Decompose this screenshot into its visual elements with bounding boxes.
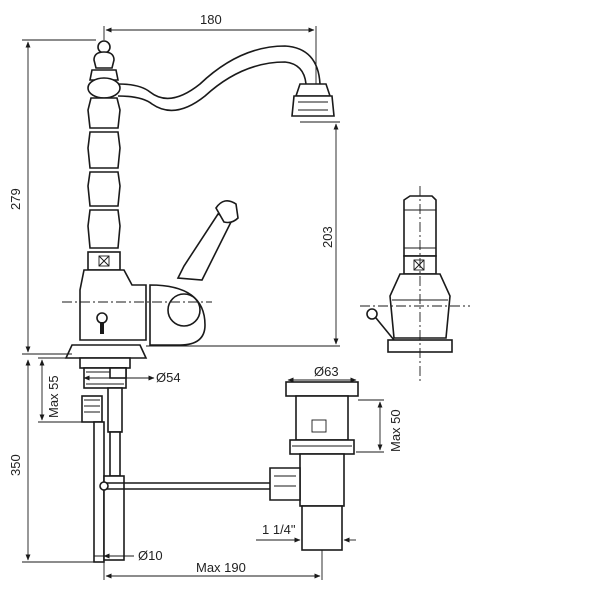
dim-top-width: 180	[200, 12, 222, 27]
dim-lower-height: 350	[8, 454, 23, 476]
under-counter-fittings	[79, 357, 270, 563]
dim-spout-height: 203	[320, 226, 335, 248]
dim-dia-10: Ø10	[138, 548, 163, 563]
dim-max-50: Max 50	[388, 409, 403, 452]
dim-dia-54: Ø54	[156, 370, 181, 385]
dim-thread: 1 1/4"	[262, 522, 296, 537]
faucet-side-view	[360, 186, 470, 384]
dim-total-height: 279	[8, 188, 23, 210]
dim-max-55: Max 55	[46, 375, 61, 418]
dim-dia-63: Ø63	[314, 364, 339, 379]
faucet-front-view	[62, 40, 335, 359]
dim-max-190: Max 190	[196, 560, 246, 575]
drain-waste	[269, 381, 359, 551]
dimension-lines	[22, 26, 384, 580]
